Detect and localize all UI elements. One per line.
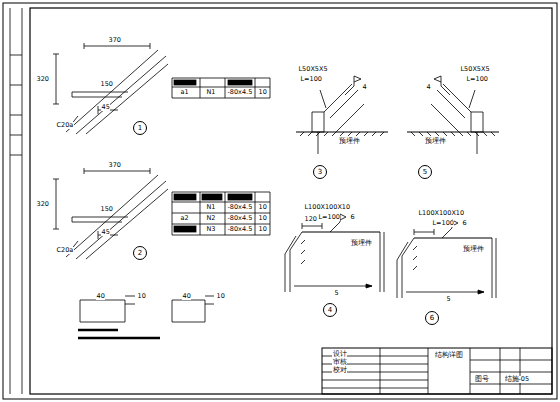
part-label: L=100 [318,214,340,221]
callout-number: 4 [328,307,332,314]
part-label: L100X100X10 [304,204,351,211]
detail-callout-circle: 1 [133,121,147,135]
title-block-text: 校对 [332,367,347,374]
dimension: 40 [182,293,191,300]
table-cell: -80x4.5 [227,226,253,233]
table-cell: a2 [180,215,189,222]
title-block-text: 图号 [474,376,489,383]
part-label: L=100 [300,76,322,83]
detail-callout-circle: 5 [418,165,432,179]
title-block-text: 结施-05 [504,376,530,383]
table-cell: -80x4.5 [227,89,253,96]
callout-number: 1 [138,125,142,132]
table-cell: a1 [180,89,189,96]
dimension: 10 [137,293,146,300]
part-label: 5 [446,296,451,303]
detail-callout-circle: 6 [425,311,439,325]
callout-number: 2 [138,250,142,257]
part-label: 预埋件 [424,138,446,145]
table-cell: N3 [206,226,216,233]
part-label: 预埋件 [462,246,484,253]
title-block-text: 设计 [332,351,347,358]
part-label: 4 [362,84,367,91]
table-cell: 10 [258,215,267,222]
dimension: 40 [96,293,105,300]
detail-callout-circle: 3 [313,165,327,179]
title-block-text: 审核 [332,359,347,366]
title-block-text: 结构详图 [434,352,463,359]
dimension: 370 [108,37,121,44]
detail-callout-circle: 4 [323,303,337,317]
part-label: 6 [350,214,355,221]
part-label: 5 [334,290,339,297]
callout-number: 5 [423,169,427,176]
part-label: 4 [426,84,431,91]
dimension: 370 [108,162,121,169]
part-label: 预埋件 [350,240,372,247]
part-label: L=100 [432,220,454,227]
table-cell: 10 [258,89,267,96]
part-label: 6 [462,220,467,227]
section-mark: C20a [56,247,74,254]
detail-callout-circle: 2 [133,246,147,260]
table-cell: 10 [258,204,267,211]
part-label: L50X5X5 [460,66,490,73]
table-cell: N2 [206,215,216,222]
table-cell: 10 [258,226,267,233]
dimension: 45 [101,104,110,111]
dimension: 150 [100,81,113,88]
dimension: 10 [216,293,225,300]
dimension: 320 [36,201,49,208]
section-mark: C20a [56,122,74,129]
dimension: 320 [36,76,49,83]
part-label: 120 [304,216,317,223]
table-cell: N1 [206,89,216,96]
callout-number: 3 [318,169,322,176]
part-label: L100X100X10 [418,210,465,217]
part-label: 预埋件 [338,138,360,145]
part-label: L=100 [466,76,488,83]
table-cell: N1 [206,204,216,211]
part-label: L50X5X5 [298,66,328,73]
dimension: 45 [101,229,110,236]
table-cell: -80x4.5 [227,215,253,222]
dimension: 150 [100,206,113,213]
callout-number: 6 [430,315,434,322]
table-cell: -80x4.5 [227,204,253,211]
